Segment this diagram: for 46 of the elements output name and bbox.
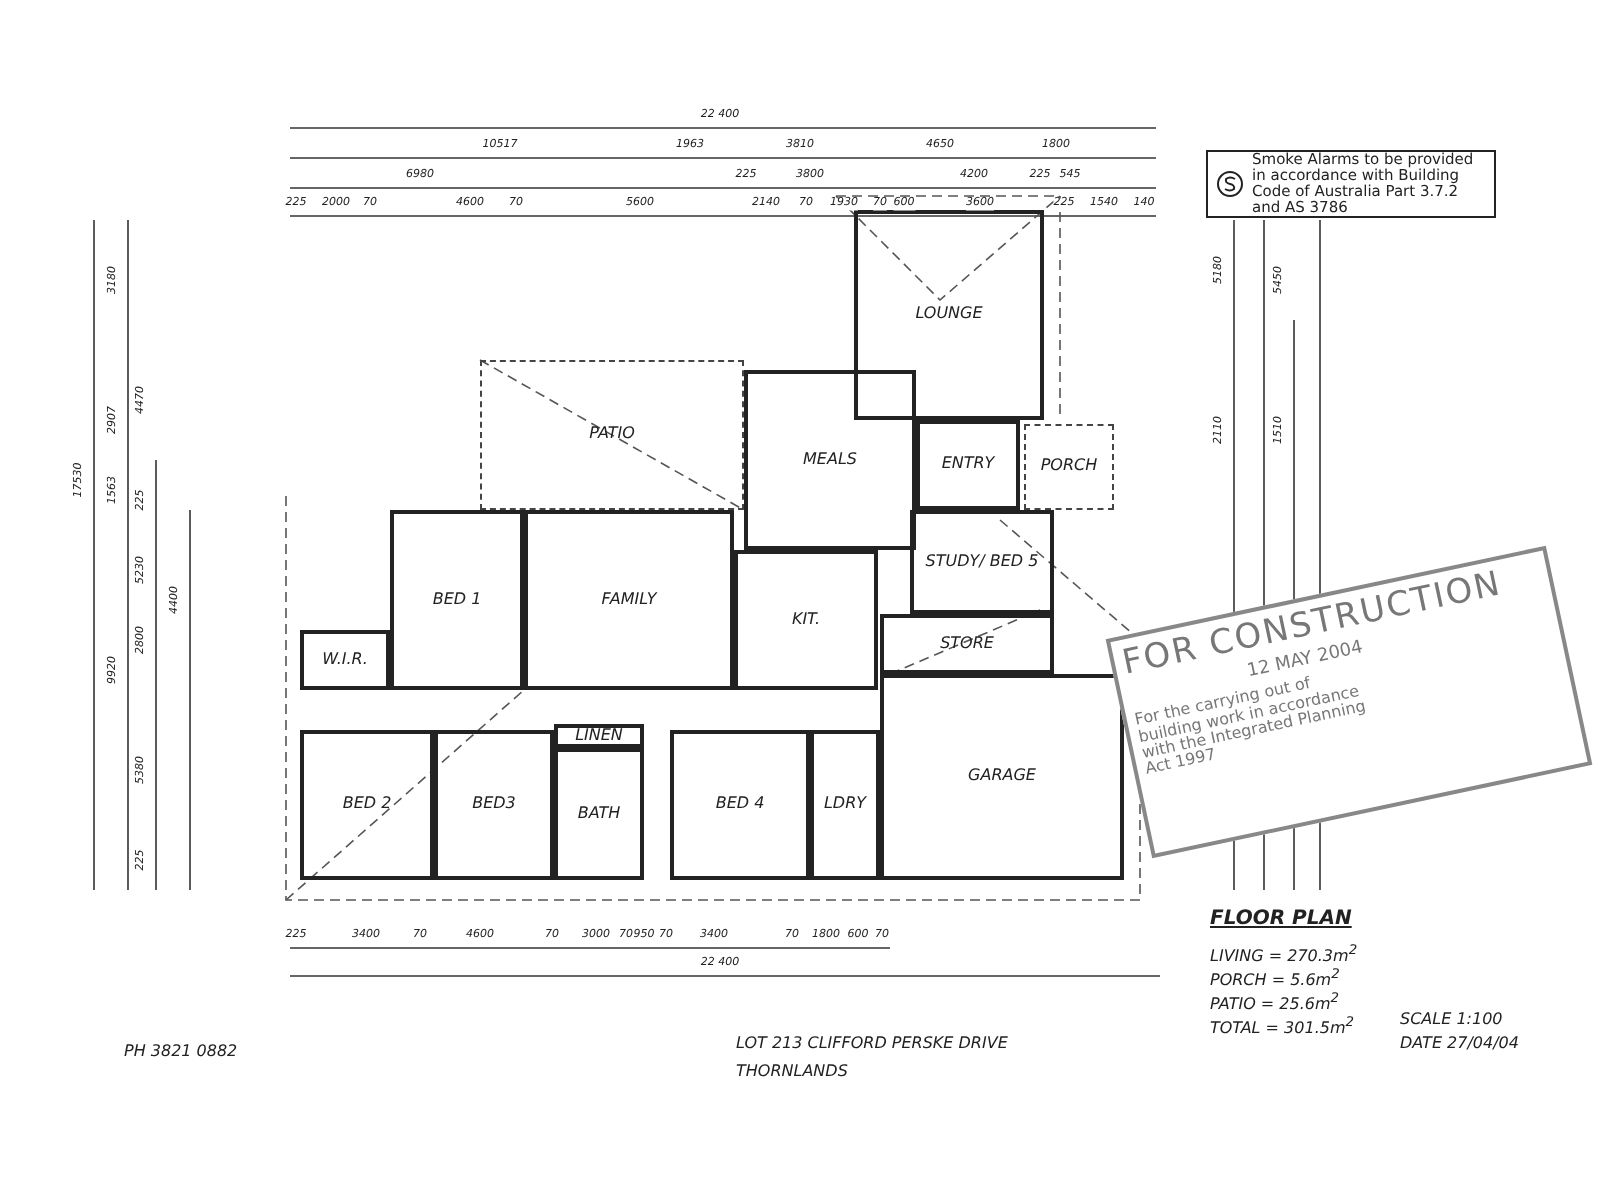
room: [854, 210, 1044, 420]
room: [554, 724, 644, 748]
room: [390, 510, 524, 690]
note-text: PH 3821 0882: [124, 1044, 238, 1060]
room-label: LDRY: [823, 796, 867, 814]
room: [524, 510, 734, 690]
note-text: THORNLANDS: [736, 1064, 848, 1080]
room: [1024, 424, 1114, 510]
room: [300, 730, 434, 880]
room-label: BED 4: [715, 796, 765, 814]
room-label: STORE: [940, 635, 994, 653]
room-label: KIT.: [791, 611, 821, 629]
room-label: ENTRY: [941, 456, 995, 474]
room-label: BED 2: [342, 796, 392, 814]
note-text: LIVING = 270.3m$^{2}$: [1210, 944, 1358, 966]
room-label: BED3: [472, 796, 516, 814]
room-label: W.I.R.: [322, 651, 368, 669]
room-label: PORCH: [1040, 458, 1098, 476]
room: [734, 550, 878, 690]
room: [670, 730, 810, 880]
room: [810, 730, 880, 880]
room-label: MEALS: [803, 451, 857, 469]
notice-box: [1206, 150, 1496, 218]
note-text: FLOOR PLAN: [1210, 910, 1352, 930]
room: [880, 614, 1054, 674]
room: [744, 370, 916, 550]
note-text: PATIO = 25.6m$^{2}$: [1210, 992, 1340, 1014]
room-label: STUDY/ BED 5: [925, 553, 1039, 571]
room: [434, 730, 554, 880]
note-text: LOT 213 CLIFFORD PERSKE DRIVE: [736, 1036, 1008, 1052]
note-text: TOTAL = 301.5m$^{2}$: [1210, 1016, 1354, 1038]
room-label: LOUNGE: [915, 306, 983, 324]
room-label: GARAGE: [968, 768, 1036, 786]
room: [554, 748, 644, 880]
room: [916, 420, 1020, 510]
room-label: FAMILY: [601, 591, 657, 609]
room: [910, 510, 1054, 614]
room: [880, 674, 1124, 880]
note-text: PORCH = 5.6m$^{2}$: [1210, 968, 1340, 990]
note-text: DATE 27/04/04: [1400, 1036, 1519, 1052]
room-label: LINEN: [575, 727, 623, 745]
room-label: BED 1: [432, 591, 482, 609]
room: [300, 630, 390, 690]
room-label: BATH: [577, 805, 621, 823]
note-text: SCALE 1:100: [1400, 1012, 1503, 1028]
room-label: PATIO: [589, 426, 635, 444]
